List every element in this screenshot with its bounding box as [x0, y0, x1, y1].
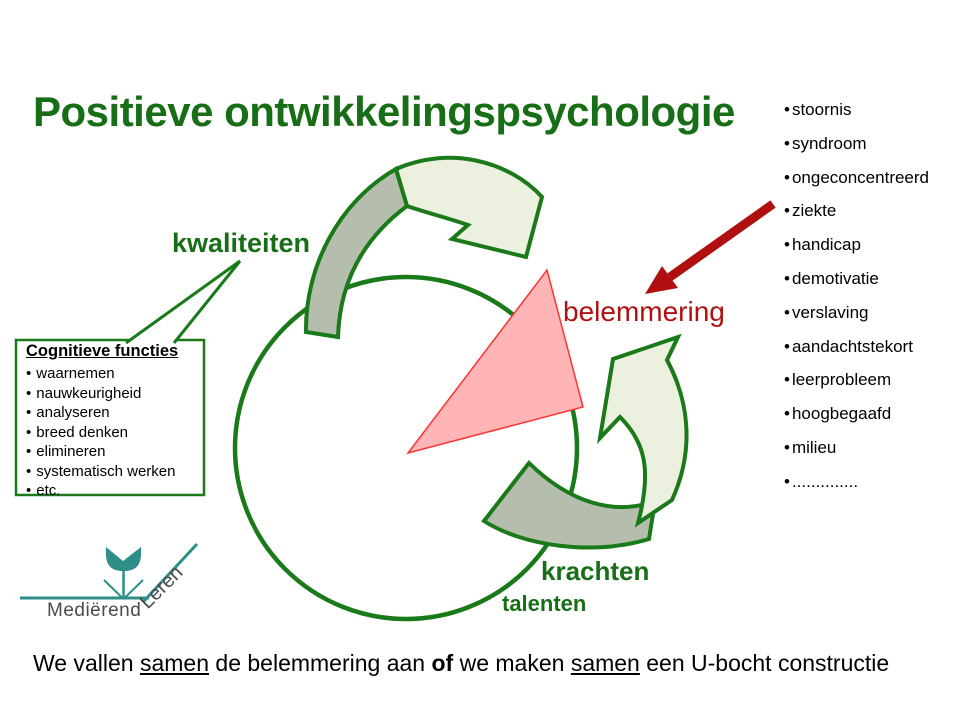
top-curved-arrow-icon [393, 155, 545, 260]
impediment-item: handicap [784, 228, 929, 262]
cognitive-function-item: elimineren [26, 442, 202, 462]
impediment-item: ongeconcentreerd [784, 161, 929, 195]
impediment-item: .............. [784, 465, 929, 499]
impediment-item: ziekte [784, 194, 929, 228]
label-krachten: krachten [541, 556, 650, 586]
label-talenten: talenten [502, 591, 587, 616]
page-title: Positieve ontwikkelingspsychologie [33, 88, 735, 135]
impediments-list: stoornissyndroomongeconcentreerdziekteha… [784, 93, 929, 499]
cognitive-function-item: etc. [26, 481, 202, 501]
label-kwaliteiten: kwaliteiten [172, 228, 311, 258]
sentence-seg: we maken [453, 650, 571, 676]
callout-box-title: Cognitieve functies [26, 342, 179, 360]
bottom-curved-arrow-back [481, 460, 658, 550]
sentence-seg: de belemmering aan [209, 650, 432, 676]
impediment-item: demotivatie [784, 262, 929, 296]
sentence-seg: We vallen [33, 650, 140, 676]
cognitive-function-item: systematisch werken [26, 462, 202, 482]
cognitive-function-item: waarnemen [26, 364, 202, 384]
callout-pointer-line-left [125, 259, 241, 345]
red-arrow-icon [645, 200, 776, 294]
sentence-seg-underlined: samen [570, 650, 640, 676]
sentence-seg: een U-bocht constructie [639, 650, 890, 676]
label-belemmering: belemmering [563, 296, 725, 327]
sentence-seg-bold: of [431, 650, 454, 676]
logo-mark [20, 542, 199, 604]
impediment-item: aandachtstekort [784, 330, 929, 364]
cognitive-function-item: analyseren [26, 403, 202, 423]
closing-sentence: We vallen samen de belemmering aan of we… [33, 650, 889, 677]
cognitive-function-item: breed denken [26, 423, 202, 443]
sentence-seg-underlined: samen [139, 650, 210, 676]
cycle-circle [232, 274, 580, 622]
impediment-item: hoogbegaafd [784, 397, 929, 431]
cognitive-function-item: nauwkeurigheid [26, 384, 202, 404]
impediment-item: verslaving [784, 296, 929, 330]
cognitive-functions-list: waarnemennauwkeurigheidanalyserenbreed d… [26, 364, 202, 501]
callout-pointer-line-right [172, 260, 242, 344]
impediment-item: stoornis [784, 93, 929, 127]
impediment-item: syndroom [784, 127, 929, 161]
tulip-icon [105, 547, 142, 571]
impediment-wedge-triangle [406, 268, 584, 455]
logo-text-medierend: Mediërend [47, 600, 142, 621]
impediment-item: milieu [784, 431, 929, 465]
callout-box-content: Cognitieve functies waarnemennauwkeurigh… [26, 342, 202, 501]
top-curved-arrow-back [303, 166, 410, 340]
bottom-curved-arrow-icon [596, 333, 689, 528]
impediment-item: leerprobleem [784, 363, 929, 397]
